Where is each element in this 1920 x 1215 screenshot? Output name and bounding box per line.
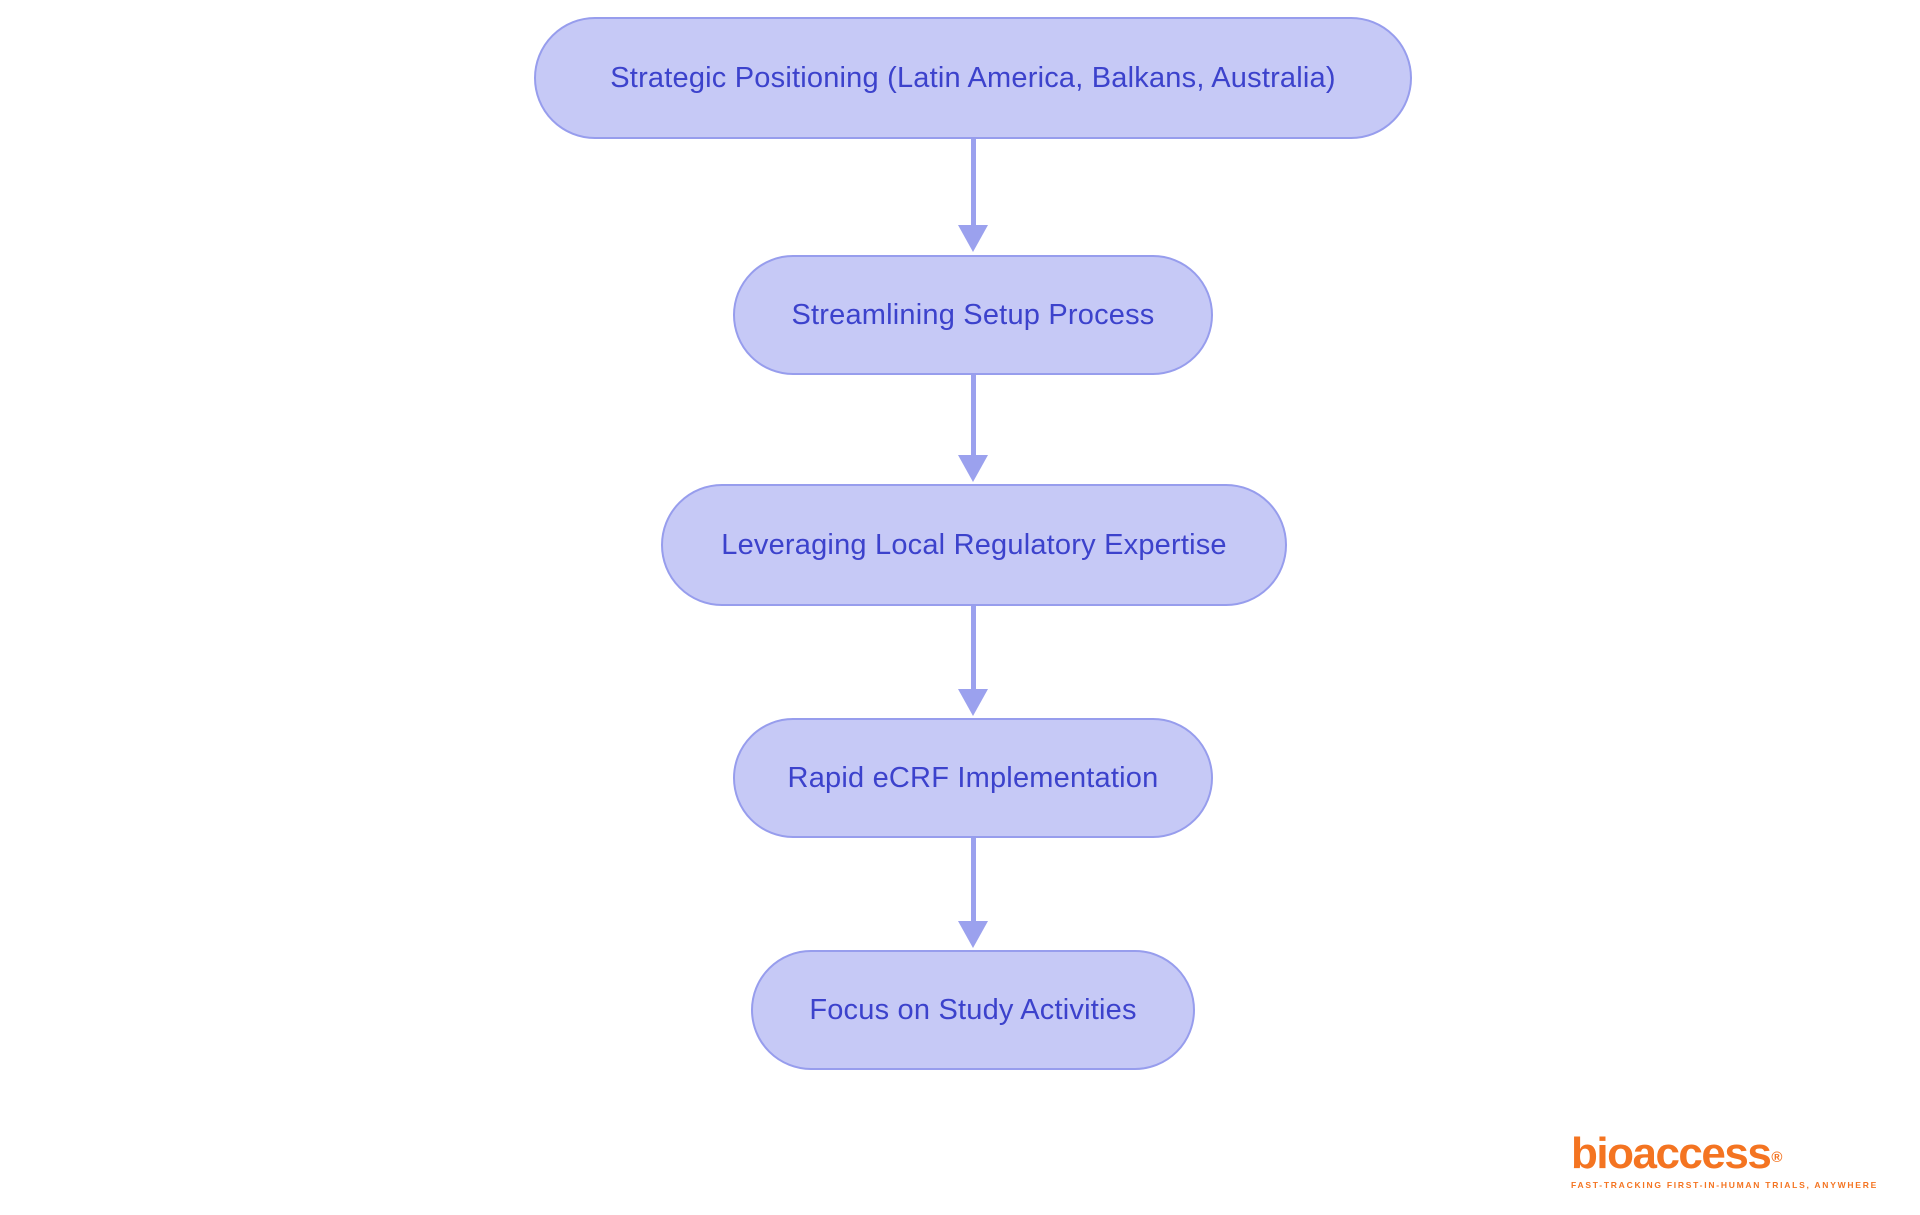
flow-node-label: Strategic Positioning (Latin America, Ba… <box>610 61 1336 94</box>
arrow-head-icon <box>958 225 988 252</box>
logo-wordmark: bioaccess <box>1571 1129 1772 1178</box>
flow-node-label: Focus on Study Activities <box>809 993 1137 1026</box>
arrow-head-icon <box>958 689 988 716</box>
flow-node-regulatory-expertise: Leveraging Local Regulatory Expertise <box>661 484 1287 606</box>
flow-arrow-3 <box>958 606 988 716</box>
arrow-line <box>970 606 976 690</box>
flow-arrow-1 <box>958 139 988 252</box>
flow-node-label: Rapid eCRF Implementation <box>787 761 1159 794</box>
arrow-line <box>970 375 976 456</box>
bioaccess-logo: bioaccess® FAST-TRACKING FIRST-IN-HUMAN … <box>1571 1132 1878 1191</box>
arrow-line <box>970 139 976 226</box>
flow-node-label: Leveraging Local Regulatory Expertise <box>721 528 1227 561</box>
arrow-line <box>970 838 976 922</box>
flow-arrow-4 <box>958 838 988 948</box>
flow-node-streamlining-setup: Streamlining Setup Process <box>733 255 1213 375</box>
flow-node-label: Streamlining Setup Process <box>791 298 1155 331</box>
flow-node-strategic-positioning: Strategic Positioning (Latin America, Ba… <box>534 17 1412 139</box>
arrow-head-icon <box>958 921 988 948</box>
flow-arrow-2 <box>958 375 988 482</box>
registered-trademark-icon: ® <box>1771 1148 1783 1166</box>
logo-wordmark-row: bioaccess® <box>1571 1132 1878 1176</box>
arrow-head-icon <box>958 455 988 482</box>
flow-node-study-activities: Focus on Study Activities <box>751 950 1195 1070</box>
logo-tagline: FAST-TRACKING FIRST-IN-HUMAN TRIALS, ANY… <box>1571 1180 1878 1190</box>
flow-node-ecrf-implementation: Rapid eCRF Implementation <box>733 718 1213 838</box>
